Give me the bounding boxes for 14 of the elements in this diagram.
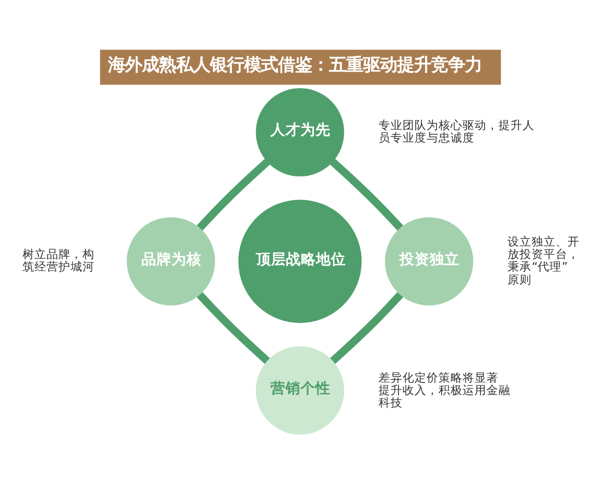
node-label: 差异化定价策略将显著提升收入，积极运用金融科技 <box>378 370 511 410</box>
node-label: 专业团队为核心驱动，提升人员专业度与忠诚度 <box>378 118 535 145</box>
diagram-title: 海外成熟私人银行模式借鉴：五重驱动提升竞争力 <box>108 56 482 76</box>
node-circle: 品牌为核 <box>126 217 216 306</box>
node-circle: 顶层战略地位 <box>238 200 362 323</box>
connector <box>330 292 404 364</box>
node-circle: 人才为先 <box>256 88 344 176</box>
connector <box>330 158 404 231</box>
connector <box>196 292 270 364</box>
node-circle: 营销个性 <box>256 346 344 435</box>
connector <box>196 158 270 231</box>
node-label: 设立独立、开放投资平台，秉承“代理”原则 <box>508 234 580 286</box>
node-circle: 投资独立 <box>384 217 474 306</box>
node-label: 树立品牌，构筑经营护城河 <box>22 247 94 274</box>
